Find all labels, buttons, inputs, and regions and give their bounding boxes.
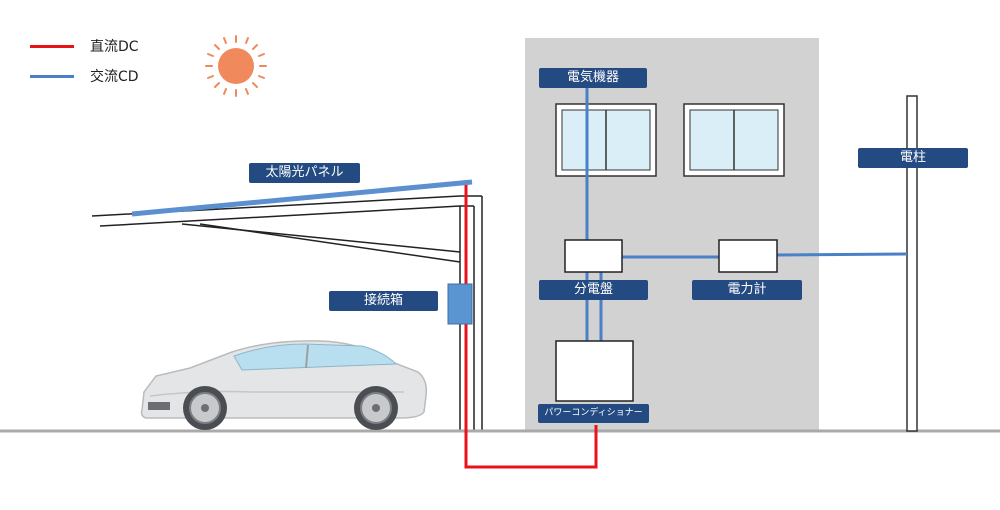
power-meter — [718, 239, 778, 273]
power-conditioner — [555, 340, 634, 402]
distribution-board — [564, 239, 623, 273]
sun-icon — [205, 35, 267, 97]
legend-ac: 交流CD — [30, 66, 139, 86]
window-right — [683, 103, 785, 177]
junction-box — [447, 283, 473, 325]
power-meter-label: 電力計 — [692, 280, 802, 300]
distribution-board-label: 分電盤 — [539, 280, 648, 300]
solar-panel-label: 太陽光パネル — [249, 163, 360, 183]
legend-ac-swatch — [30, 74, 74, 78]
junction-box-label: 接続箱 — [329, 291, 438, 311]
utility-pole — [906, 95, 918, 432]
legend-dc-swatch — [30, 44, 74, 48]
utility-pole-label: 電柱 — [858, 148, 968, 168]
legend-dc-label: 直流DC — [90, 39, 139, 55]
window-left — [555, 103, 657, 177]
dc-wiring — [464, 185, 598, 469]
ac-wiring — [585, 86, 908, 341]
legend-ac-label: 交流CD — [90, 69, 139, 85]
appliances-label: 電気機器 — [539, 68, 647, 88]
solar-panel — [131, 179, 473, 217]
car-icon — [140, 340, 428, 430]
legend-dc: 直流DC — [30, 36, 139, 56]
power-conditioner-label: パワーコンディショナー — [538, 404, 649, 423]
